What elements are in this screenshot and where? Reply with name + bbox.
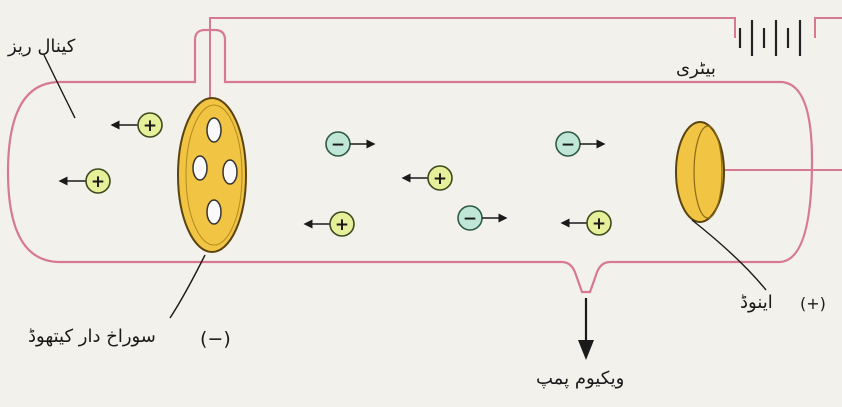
circuit-wires — [209, 17, 842, 171]
anode-sign-label: (+) — [800, 294, 826, 313]
battery-label: بیٹری — [676, 58, 716, 79]
cathode-hole — [192, 117, 238, 225]
electron: − — [555, 131, 606, 157]
positive-ion-sign: + — [592, 214, 606, 234]
perforated-cathode-label: سوراخ دار کیتھوڈ — [28, 326, 156, 347]
canal-rays-label: کینال ریز — [8, 36, 76, 57]
electron: − — [325, 131, 376, 157]
anode-label: اینوڈ — [740, 292, 773, 313]
positive-ion-sign: + — [143, 116, 157, 136]
anode-disc — [675, 121, 725, 223]
battery-icon — [738, 20, 802, 56]
positive-ion: + — [303, 211, 355, 237]
positive-ion-sign: + — [91, 172, 105, 192]
positive-ion-sign: + — [433, 169, 447, 189]
positive-ion: + — [560, 210, 612, 236]
vacuum-pump-label: ویکیوم پمپ — [536, 368, 625, 389]
vacuum-pump-arrow — [578, 298, 594, 360]
label-pointers — [43, 54, 767, 319]
electron-sign: − — [561, 135, 575, 155]
discharge-tube — [6, 28, 814, 294]
electron-sign: − — [331, 135, 345, 155]
perforated-cathode-disc — [177, 97, 247, 253]
positive-ion: + — [58, 168, 111, 194]
cathode-sign-label: (−) — [200, 328, 231, 350]
electron-sign: − — [463, 209, 477, 229]
positive-ion: + — [401, 165, 453, 191]
positive-ion: + — [110, 112, 163, 138]
electron: − — [457, 205, 508, 231]
positive-ion-sign: + — [335, 215, 349, 235]
